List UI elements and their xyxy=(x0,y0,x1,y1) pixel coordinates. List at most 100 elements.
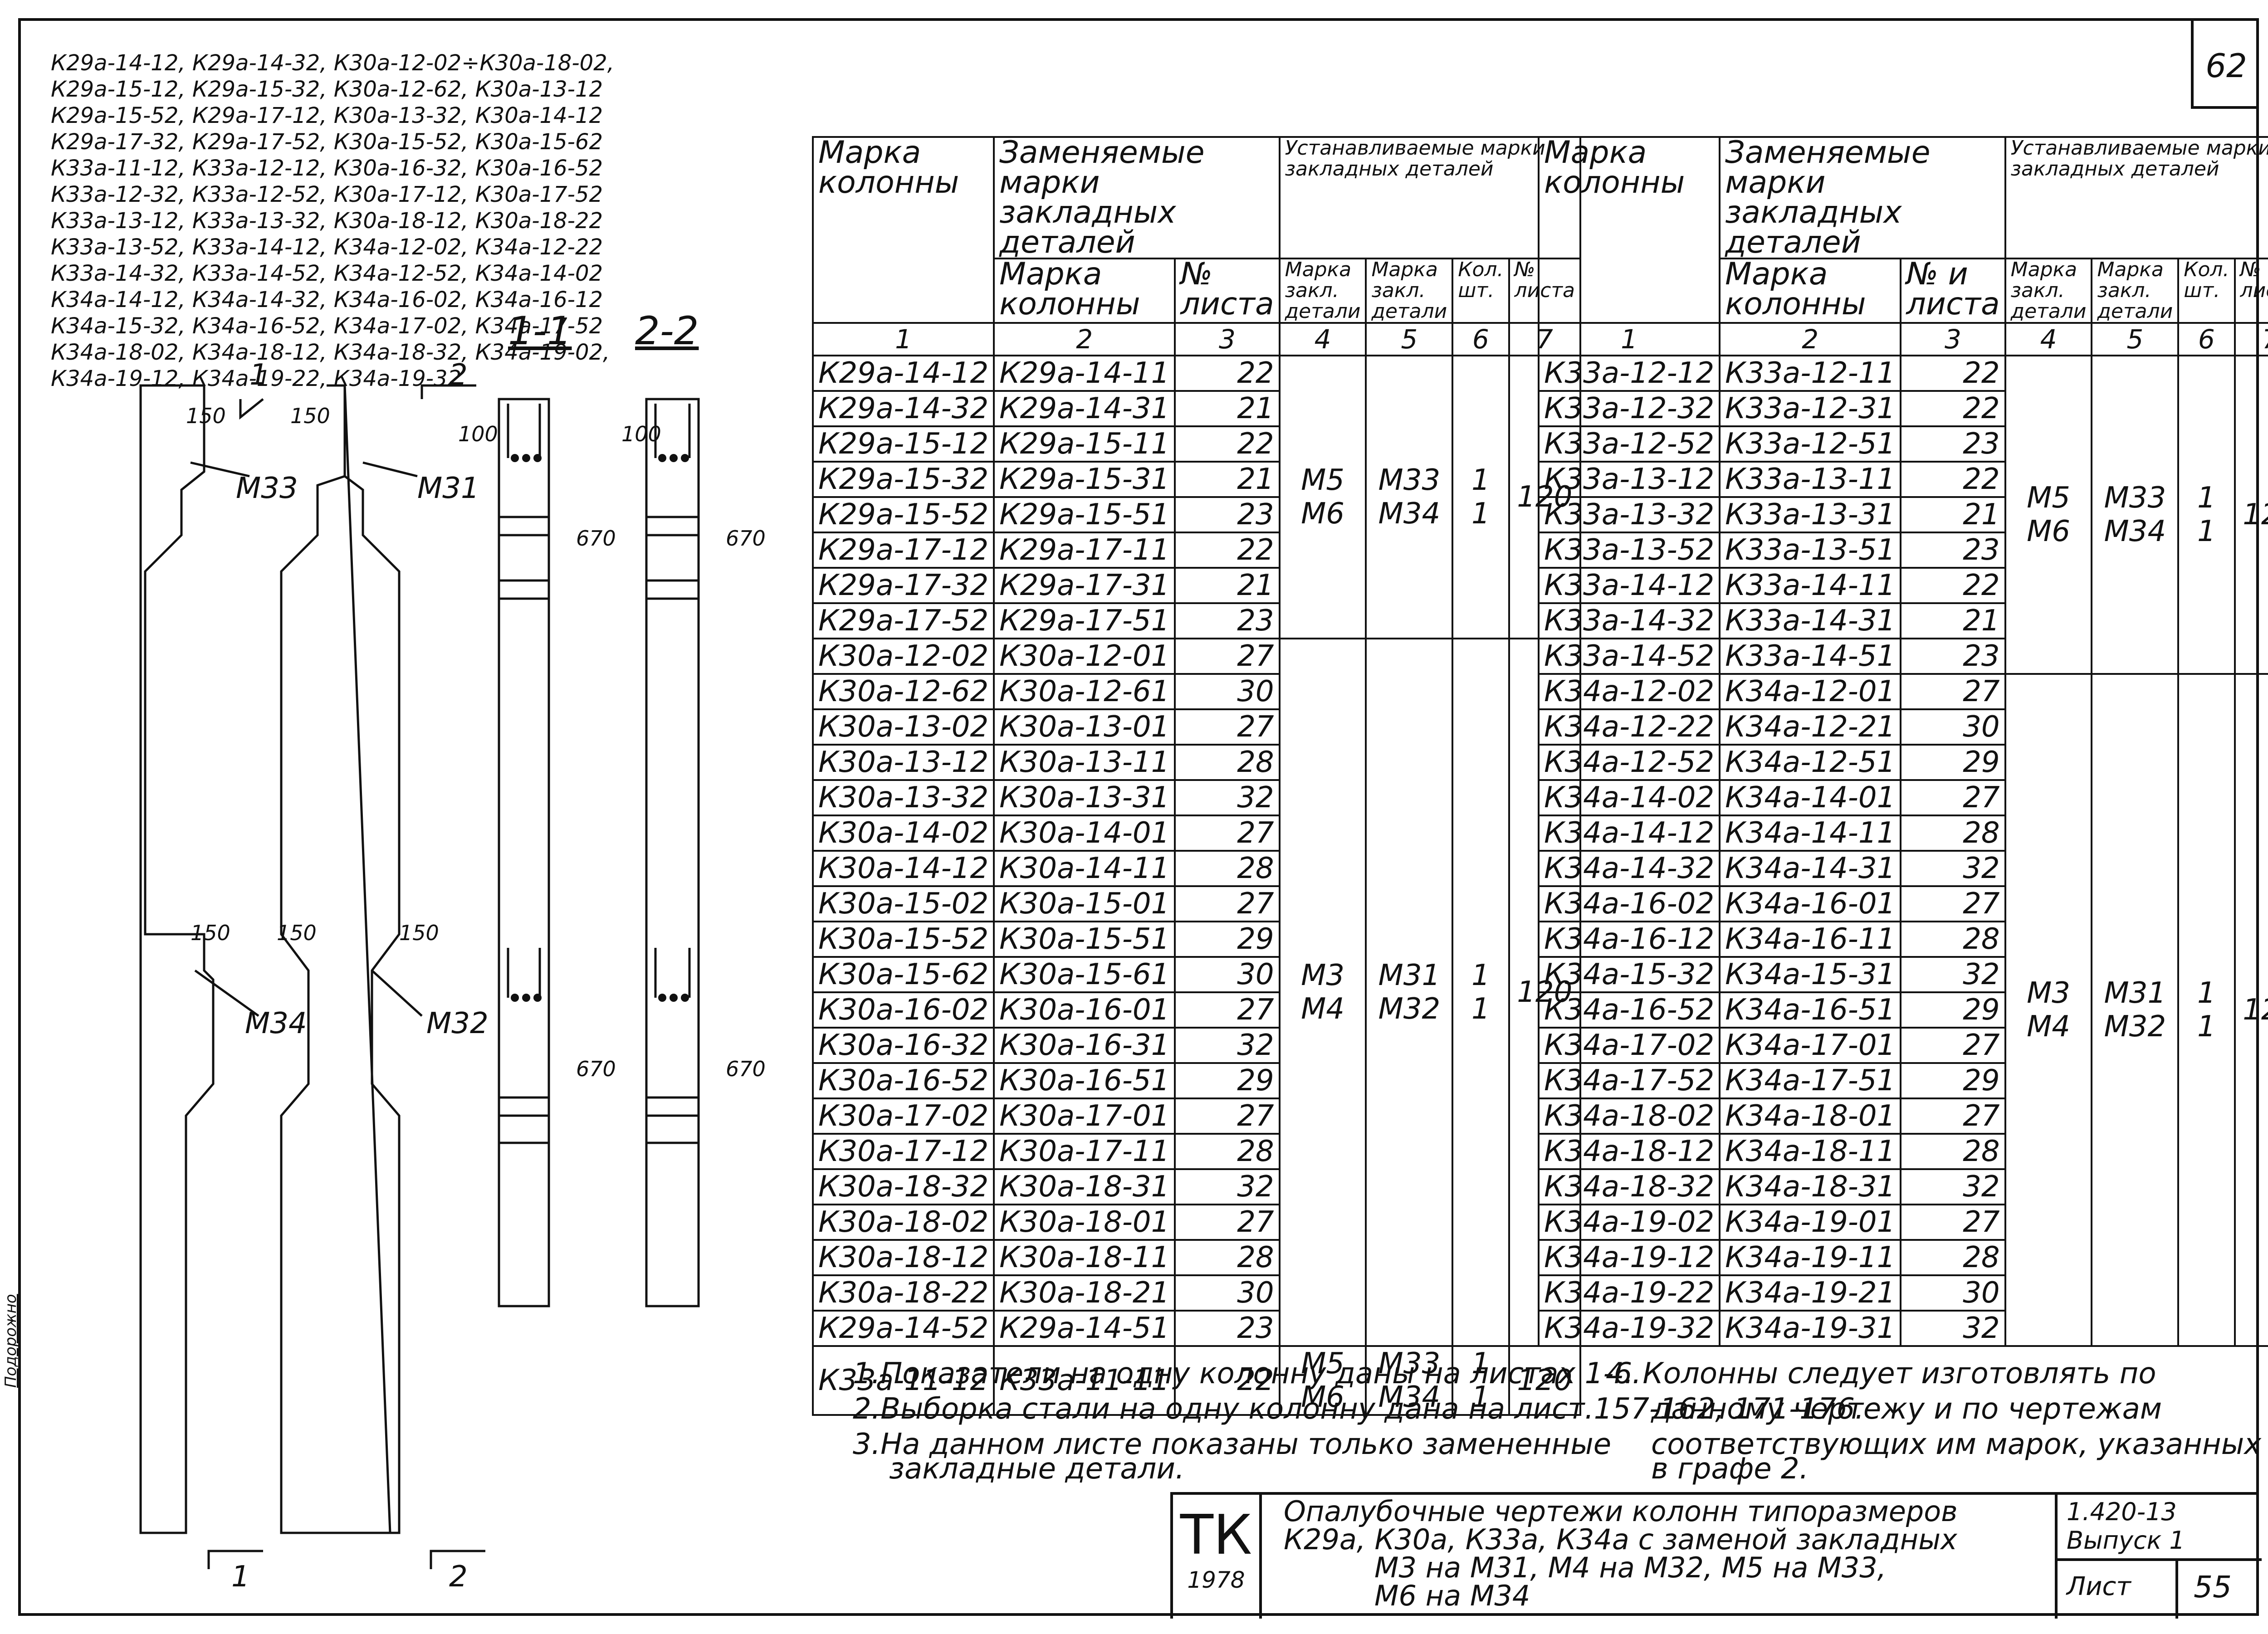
column-numbers-row: 1 2 3 4 5 6 7 xyxy=(1537,322,2268,356)
cut-label-2-top: 2 xyxy=(449,358,468,392)
cell-mark: К34а-12-22 xyxy=(1537,708,1721,746)
year: 1978 xyxy=(1187,1567,1245,1593)
note-3b: закладные детали. xyxy=(889,1452,1185,1486)
column-drawings xyxy=(139,384,700,1569)
cell-mark: К34а-14-02 xyxy=(1537,779,1721,816)
cell-mark: К30а-13-02 xyxy=(811,708,995,746)
cell-replaced-mark: К29а-14-31 xyxy=(993,390,1176,427)
colnum: 3 xyxy=(1900,322,2006,356)
cell-replaced-mark: К34а-16-11 xyxy=(1719,921,1902,958)
cell-sheet: 29 xyxy=(1174,921,1281,958)
cell-sheet: 23 xyxy=(1174,496,1281,533)
cell-sheet: 27 xyxy=(1900,1027,2006,1064)
cell-mark: К30а-14-02 xyxy=(811,815,995,852)
cell-mark: К33а-12-52 xyxy=(1537,425,1721,463)
cell-mark: К29а-17-32 xyxy=(811,567,995,604)
drawing-title: Опалубочные чертежи колонн типоразмеров … xyxy=(1284,1497,1958,1610)
mark-list-line: К29а-14-12, К29а-14-32, К30а-12-02÷К30а-… xyxy=(51,50,614,76)
cell-replaced-mark: К29а-15-51 xyxy=(993,496,1176,533)
group-value: М31 xyxy=(1378,959,1441,992)
group-value: 120 xyxy=(2243,993,2268,1027)
cell-replaced-mark: К30а-13-31 xyxy=(993,779,1176,816)
cell-sheet: 28 xyxy=(1900,1133,2006,1170)
cell-sheet: 28 xyxy=(1900,1239,2006,1276)
cut-label-1-bottom: 1 xyxy=(231,1560,250,1594)
cell-sheet: 22 xyxy=(1900,461,2006,498)
cell-replaced-mark: К34а-19-21 xyxy=(1719,1274,1902,1312)
section-1-1 xyxy=(498,398,550,1307)
header-col2: Марка колонны xyxy=(1719,258,1902,324)
group-value: М33 xyxy=(1378,1347,1441,1380)
cell-mark: К33а-12-12 xyxy=(1537,355,1721,392)
cell-replaced-mark: К29а-15-11 xyxy=(993,425,1176,463)
cell-replaced-mark: К30а-12-61 xyxy=(993,673,1176,710)
group-value: М4 xyxy=(1301,992,1344,1026)
issue: Выпуск 1 xyxy=(2067,1526,2185,1555)
cell-replaced-mark: К34а-19-01 xyxy=(1719,1204,1902,1241)
cell-sheet: 21 xyxy=(1174,567,1281,604)
mark-list-line: К34а-18-02, К34а-18-12, К34а-18-32, К34а… xyxy=(51,340,610,365)
title-line-2: К29а, К30а, К33а, К34а с заменой закладн… xyxy=(1284,1523,1957,1556)
cell-mark: К29а-15-12 xyxy=(811,425,995,463)
header-col4: Марка закл. детали xyxy=(2004,258,2093,324)
title-line-1: Опалубочные чертежи колонн типоразмеров xyxy=(1284,1495,1958,1528)
header-col5: Марка закл. детали xyxy=(1365,258,1454,324)
cell-mark: К29а-15-52 xyxy=(811,496,995,533)
cell-replaced-mark: К33а-14-31 xyxy=(1719,602,1902,639)
cell-replaced-mark: К30а-18-01 xyxy=(993,1204,1176,1241)
cell-replaced-mark: К34а-14-31 xyxy=(1719,850,1902,887)
cell-sheet: 32 xyxy=(1174,779,1281,816)
cell-mark: К29а-14-32 xyxy=(811,390,995,427)
org-box: ТК 1978 xyxy=(1170,1495,1262,1619)
note-1: 1.Показатели на одну колонну даны на лис… xyxy=(853,1357,1642,1390)
colnum: 1 xyxy=(1537,322,1721,356)
cell-replaced-mark: К29а-17-31 xyxy=(993,567,1176,604)
group-sheet: 120 xyxy=(2234,673,2268,1347)
cell-replaced-mark: К33а-13-51 xyxy=(1719,532,1902,569)
cell-mark: К34а-17-52 xyxy=(1537,1062,1721,1099)
replacement-table-right: Марка колонны Заменяемые марки закладных… xyxy=(1537,136,2268,1347)
label-m32: М32 xyxy=(426,1007,489,1040)
cell-sheet: 22 xyxy=(1900,355,2006,392)
group-value: М32 xyxy=(1378,992,1441,1026)
cell-mark: К30а-18-22 xyxy=(811,1274,995,1312)
colnum: 3 xyxy=(1174,322,1281,356)
cell-sheet: 27 xyxy=(1174,1097,1281,1135)
cell-sheet: 28 xyxy=(1900,815,2006,852)
cell-sheet: 23 xyxy=(1900,425,2006,463)
colnum: 6 xyxy=(1452,322,1510,356)
section-label-2-2: 2-2 xyxy=(635,308,699,354)
header-col3: № листа xyxy=(1174,258,1281,324)
cell-mark: К29а-14-52 xyxy=(811,1310,995,1347)
cell-sheet: 27 xyxy=(1174,885,1281,922)
cell-mark: К33а-12-32 xyxy=(1537,390,1721,427)
cell-sheet: 27 xyxy=(1900,1204,2006,1241)
cell-replaced-mark: К29а-17-11 xyxy=(993,532,1176,569)
cell-sheet: 30 xyxy=(1174,956,1281,993)
cell-mark: К33а-13-52 xyxy=(1537,532,1721,569)
group-value: М31 xyxy=(2104,976,2166,1010)
mark-list-line: К34а-19-12, К34а-19-22, К34а-19-32 xyxy=(51,366,462,391)
cell-replaced-mark: К30а-13-11 xyxy=(993,744,1176,781)
cell-sheet: 28 xyxy=(1174,1133,1281,1170)
mark-list-line: К29а-17-32, К29а-17-52, К30а-15-52, К30а… xyxy=(51,129,603,155)
cell-mark: К30а-18-02 xyxy=(811,1204,995,1241)
cell-replaced-mark: К34а-15-31 xyxy=(1719,956,1902,993)
